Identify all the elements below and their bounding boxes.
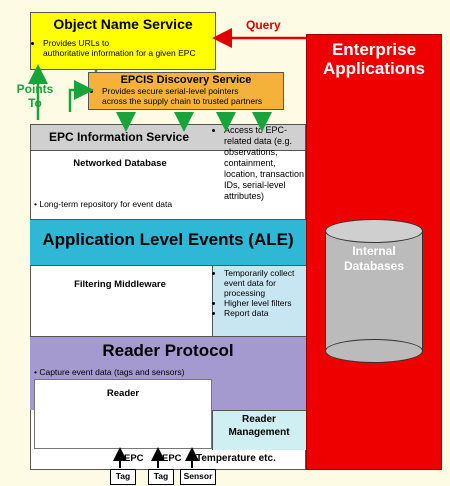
ons-title: Object Name Service: [53, 16, 193, 32]
ale-bullet: Temporarily collect event data for proce…: [224, 268, 306, 298]
enterprise-applications-title: Enterprise Applications: [306, 40, 442, 78]
reader-management-box: [212, 410, 306, 450]
enterprise-title-line2: Applications: [322, 59, 425, 78]
ale-bullets-panel: [212, 266, 306, 336]
ale-band: [30, 219, 306, 266]
db-bullet-text: Long-term repository for event data: [39, 199, 173, 209]
ons-bullet-line2: authoritative information for a given EP…: [43, 48, 196, 58]
tag-box-2: Tag: [148, 469, 174, 485]
epc-label-2: EPC: [162, 453, 182, 464]
internal-db-line2: Databases: [343, 259, 405, 273]
reader-bullet-text: Capture event data (tags and sensors): [39, 367, 185, 377]
reader-management-label: Reader Management: [212, 413, 306, 439]
reader-protocol-title: Reader Protocol: [102, 341, 234, 360]
internal-databases-cylinder-top: [325, 219, 423, 243]
ons-bullet-line1: Provides URLs to: [43, 38, 110, 48]
discovery-title: EPCIS Discovery Service: [120, 74, 252, 86]
reader-label: Reader: [106, 388, 140, 399]
ale-title: Application Level Events (ALE): [42, 230, 294, 249]
rm-line1: Reader: [242, 414, 276, 425]
internal-databases-cylinder-body: [325, 230, 423, 350]
disc-bullet-line2: across the supply chain to trusted partn…: [102, 96, 263, 106]
points-to-arrow-discovery: [68, 80, 94, 112]
filtering-middleware-label: Filtering Middleware: [74, 279, 166, 290]
reader-box: [34, 379, 212, 449]
query-label: Query: [246, 18, 281, 32]
disc-bullet-line1: Provides secure serial-level pointers: [102, 86, 239, 96]
points-line1: Points: [16, 82, 54, 96]
enterprise-title-line1: Enterprise: [331, 40, 417, 59]
discovery-bullet: Provides secure serial-level pointersacr…: [102, 86, 282, 106]
internal-db-line1: Internal: [352, 244, 396, 258]
discovery-bullets: Provides secure serial-level pointersacr…: [92, 86, 282, 106]
ale-bullet: Report data: [224, 308, 306, 318]
ale-bullet: Higher level filters: [224, 298, 306, 308]
tag-box-1: Tag: [110, 469, 136, 485]
temperature-label: Temperature etc.: [196, 453, 276, 464]
reader-protocol-bullet: • Capture event data (tags and sensors): [34, 367, 185, 377]
epcis-discovery-service-box: [88, 72, 284, 110]
epcis-title: EPC Information Service: [48, 130, 190, 144]
ale-bullets: Temporarily collect event data for proce…: [214, 268, 306, 318]
rm-line2: Management: [228, 427, 290, 438]
internal-databases-label: Internal Databases: [325, 244, 423, 274]
networked-database-bullet: • Long-term repository for event data: [34, 199, 173, 209]
object-name-service-box: [30, 12, 216, 70]
networked-database-label: Networked Database: [73, 158, 167, 169]
epc-label-1: EPC: [124, 453, 144, 464]
sensor-box: Sensor: [180, 469, 216, 485]
internal-databases-cylinder-bottom: [325, 339, 423, 363]
